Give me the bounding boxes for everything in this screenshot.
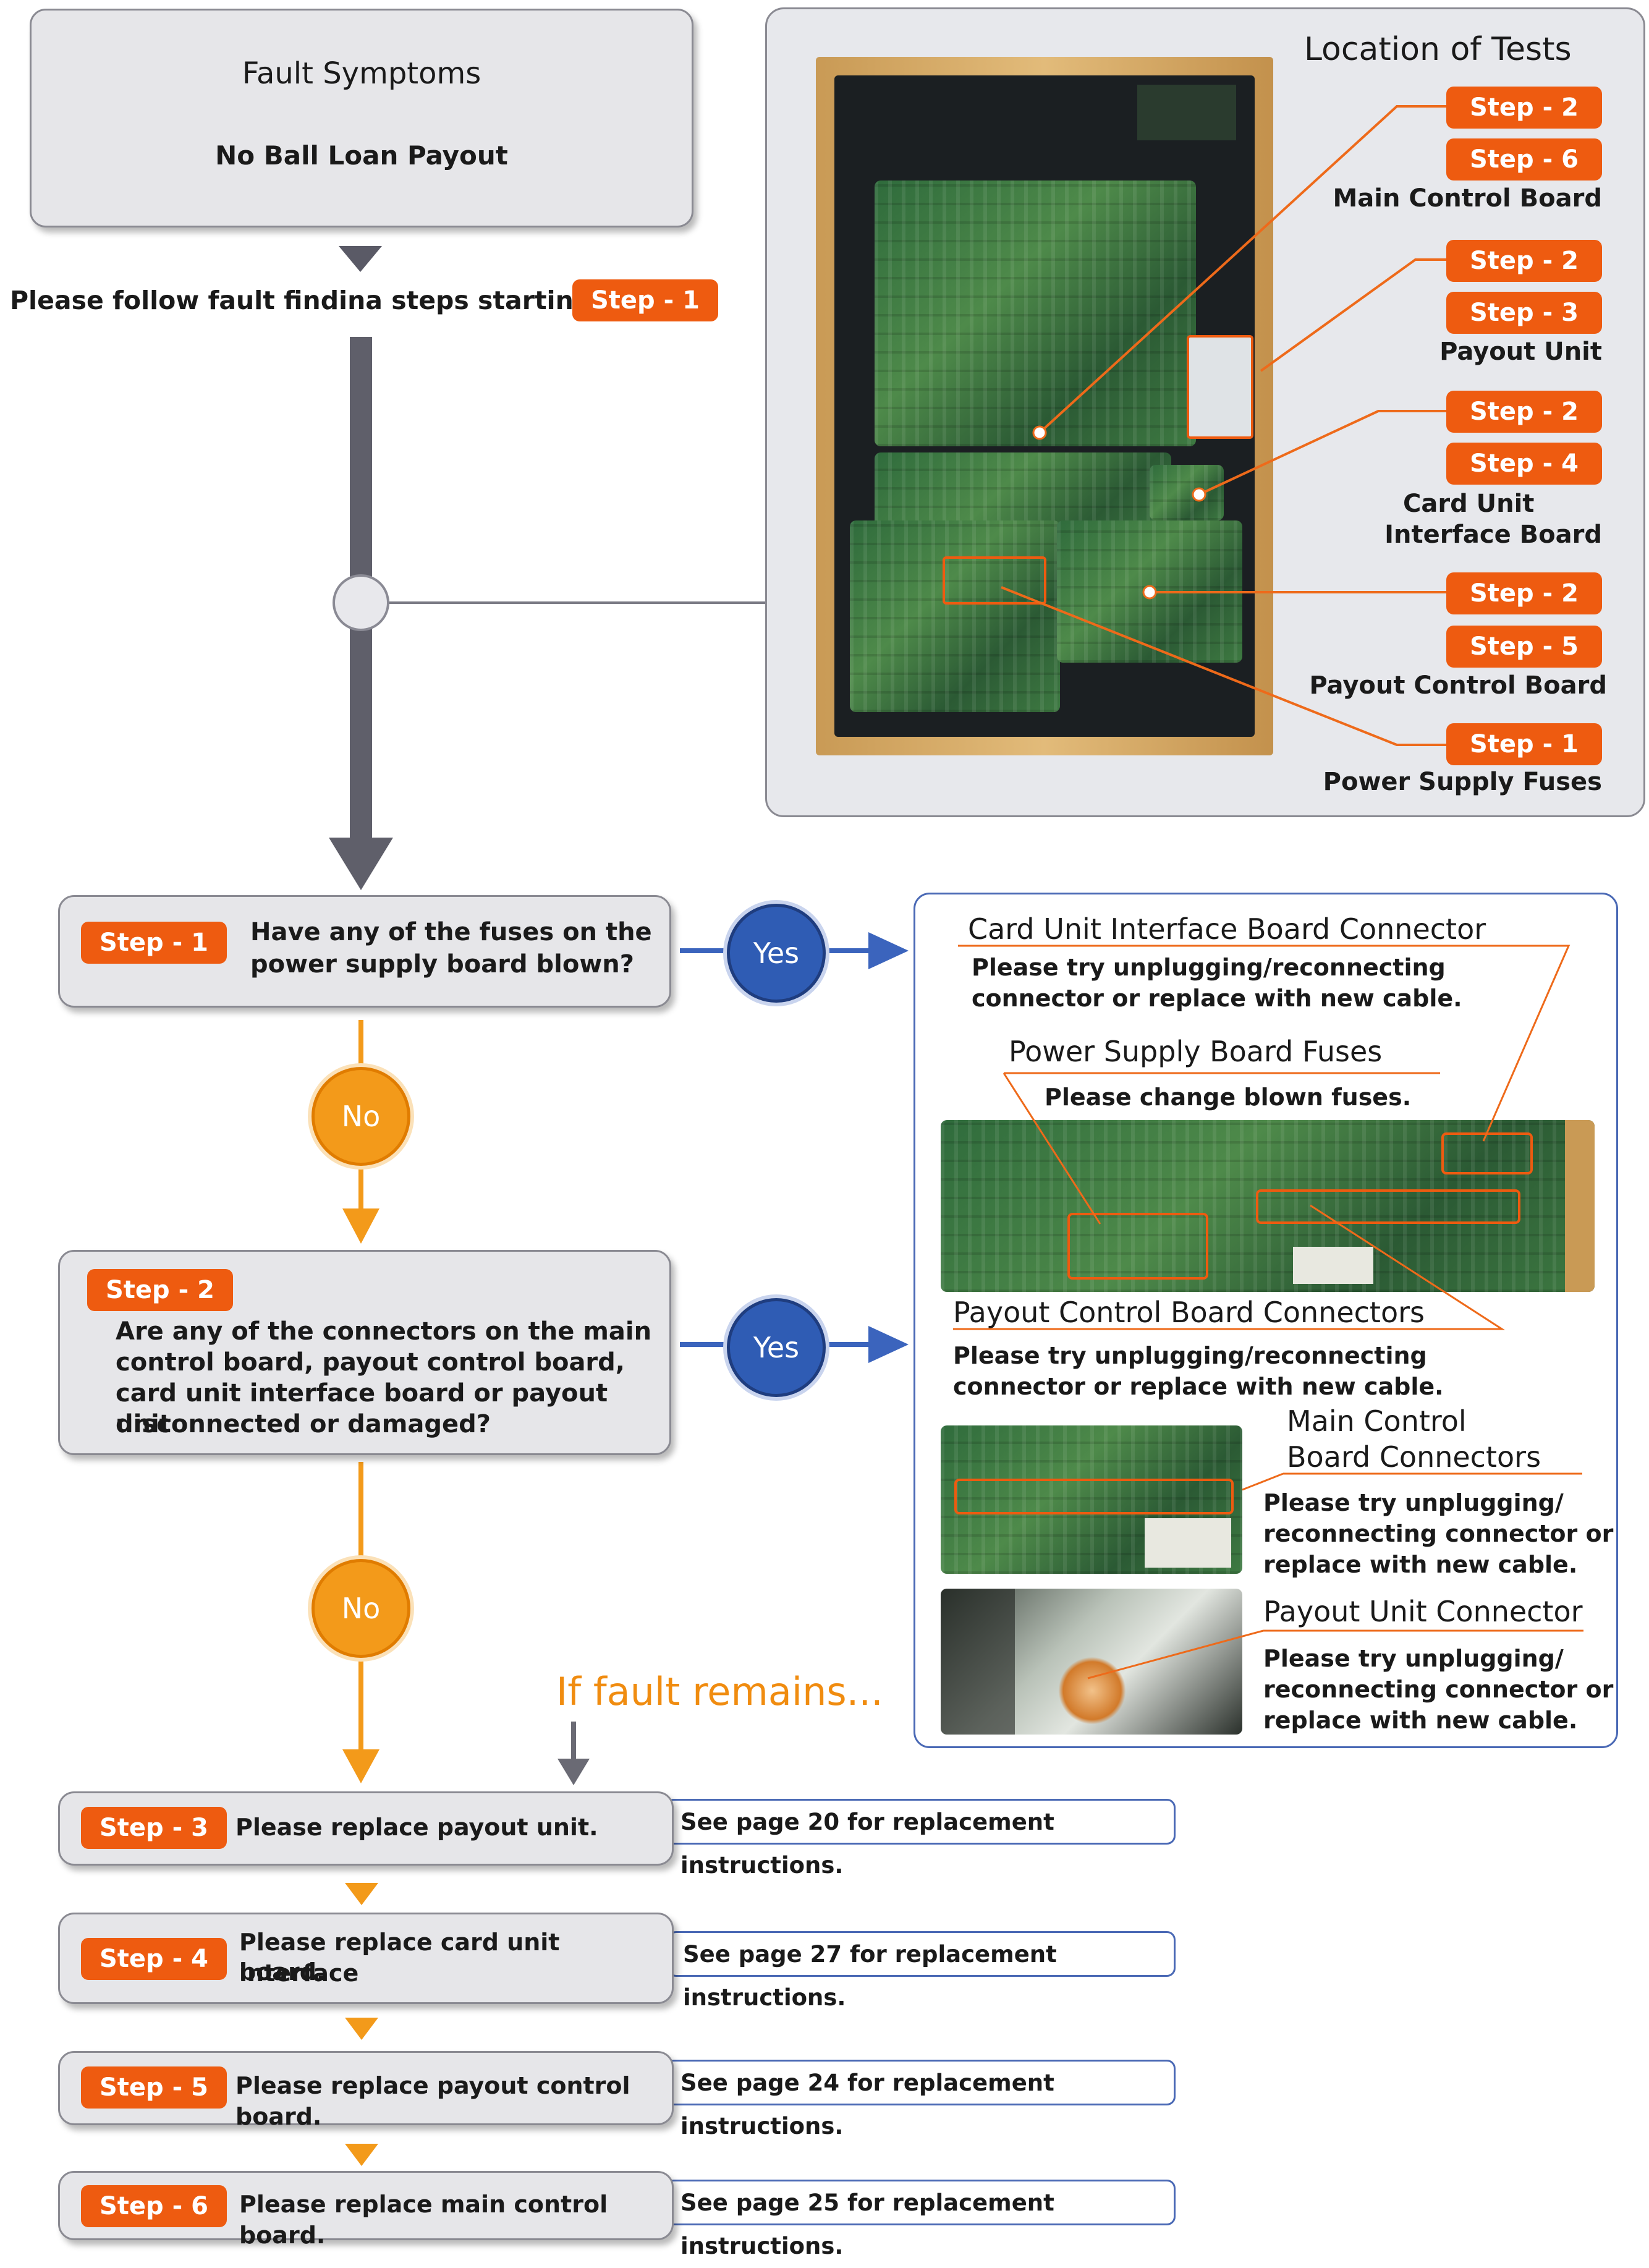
follow-step-badge: Step - 1 bbox=[572, 279, 718, 321]
step3-text: Please replace payout unit. bbox=[235, 1814, 598, 1841]
payout-unit-photo bbox=[941, 1589, 1242, 1735]
yes-arrow-head-2 bbox=[868, 1326, 909, 1363]
help-card-l1: Please try unplugging/reconnecting bbox=[972, 954, 1446, 981]
help-main-title-l2: Board Connectors bbox=[1287, 1440, 1541, 1474]
help-main-l1: Please try unplugging/ bbox=[1263, 1489, 1564, 1516]
loc-psu-step-1: Step - 1 bbox=[1446, 723, 1602, 765]
no-arrow-head-1 bbox=[342, 1208, 379, 1244]
loc-psu-label: Power Supply Fuses bbox=[1323, 768, 1602, 796]
no-arrow-head-2 bbox=[342, 1749, 379, 1783]
loc-payout-step-2: Step - 2 bbox=[1446, 240, 1602, 282]
loc-card-label-2: Interface Board bbox=[1384, 520, 1602, 549]
step2-question-l2: control board, payout control board, bbox=[116, 1348, 625, 1377]
help-payout-ctrl-l1: Please try unplugging/reconnecting bbox=[953, 1342, 1427, 1369]
loc-card-step-4: Step - 4 bbox=[1446, 443, 1602, 485]
help-card-title: Card Unit Interface Board Connector bbox=[968, 912, 1486, 946]
loc-main-step-6: Step - 6 bbox=[1446, 138, 1602, 181]
yes-circle-1: Yes bbox=[727, 904, 826, 1003]
help-fuse-l1: Please change blown fuses. bbox=[1045, 1084, 1412, 1111]
fault-remains-arrow-head bbox=[557, 1759, 590, 1785]
step4-text-2: board. bbox=[239, 1958, 326, 1986]
loc-card-label-1: Card Unit bbox=[1403, 490, 1535, 518]
loc-payout-label: Payout Unit bbox=[1439, 338, 1602, 366]
step4-badge: Step - 4 bbox=[81, 1938, 227, 1980]
location-title: Location of Tests bbox=[1304, 31, 1572, 68]
step2-question-l1: Are any of the connectors on the main bbox=[116, 1317, 652, 1346]
step5-text: Please replace payout control board. bbox=[235, 2072, 630, 2130]
help-main-l2: reconnecting connector or bbox=[1263, 1520, 1614, 1547]
step-arrow-3-4 bbox=[345, 1883, 378, 1905]
step6-badge: Step - 6 bbox=[81, 2185, 227, 2227]
help-pu-l2: reconnecting connector or bbox=[1263, 1676, 1614, 1703]
step2-question-l3: card unit interface board or payout unit bbox=[116, 1379, 608, 1438]
step6-box: Step - 6 Please replace main control boa… bbox=[58, 2171, 674, 2249]
step-arrow-5-6 bbox=[345, 2144, 378, 2166]
step5-badge: Step - 5 bbox=[81, 2066, 227, 2109]
loc-card-step-2: Step - 2 bbox=[1446, 391, 1602, 433]
board-photo-fuses bbox=[941, 1120, 1595, 1292]
help-pu-l1: Please try unplugging/ bbox=[1263, 1645, 1564, 1672]
help-main-title-l1: Main Control bbox=[1287, 1404, 1467, 1438]
loc-payout-ctrl-step-5: Step - 5 bbox=[1446, 626, 1602, 668]
board-photo-main bbox=[941, 1425, 1242, 1574]
loc-payout-ctrl-step-2: Step - 2 bbox=[1446, 572, 1602, 614]
help-main-l3: replace with new cable. bbox=[1263, 1551, 1578, 1578]
if-fault-remains: If fault remains... bbox=[556, 1669, 883, 1714]
yes-arrow-head-1 bbox=[868, 932, 909, 969]
no-circle-1: No bbox=[312, 1067, 410, 1166]
help-fuse-title: Power Supply Board Fuses bbox=[1009, 1035, 1383, 1068]
step1-question-l2: power supply board blown? bbox=[250, 950, 634, 979]
step4-text: Please replace card unit interface bbox=[239, 1929, 560, 1987]
step2-badge: Step - 2 bbox=[87, 1269, 233, 1311]
step-arrow-4-5 bbox=[345, 2018, 378, 2040]
step3-box: Step - 3 Please replace payout unit. bbox=[58, 1791, 674, 1866]
fault-symptoms-box: Fault Symptoms No Ball Loan Payout bbox=[30, 9, 693, 227]
help-payout-unit-title: Payout Unit Connector bbox=[1263, 1595, 1583, 1628]
loc-main-step-2: Step - 2 bbox=[1446, 87, 1602, 129]
fault-symptom: No Ball Loan Payout bbox=[215, 140, 508, 171]
help-payout-ctrl-l2: connector or replace with new cable. bbox=[953, 1373, 1444, 1400]
no-circle-2: No bbox=[312, 1559, 410, 1658]
step2-question-l4: disconnected or damaged? bbox=[116, 1410, 491, 1438]
step6-text: Please replace main control board. bbox=[239, 2191, 608, 2249]
fault-title: Fault Symptoms bbox=[242, 56, 481, 91]
step1-badge: Step - 1 bbox=[81, 922, 227, 964]
help-card-l2: connector or replace with new cable. bbox=[972, 985, 1462, 1012]
step2-box: Step - 2 Are any of the connectors on th… bbox=[58, 1250, 671, 1455]
follow-text: Please follow fault findina steps starti… bbox=[10, 286, 630, 315]
junction-node bbox=[333, 574, 389, 631]
loc-payout-step-3: Step - 3 bbox=[1446, 292, 1602, 334]
down-arrow-small bbox=[339, 246, 382, 272]
main-gray-arrow-head bbox=[329, 838, 393, 890]
machine-photo bbox=[816, 57, 1273, 755]
see-box-3: See page 20 for replacement instructions… bbox=[665, 1799, 1176, 1879]
step1-box: Step - 1 Have any of the fuses on the po… bbox=[58, 895, 671, 1008]
loc-main-label: Main Control Board bbox=[1333, 184, 1602, 213]
see-box-5: See page 24 for replacement instructions… bbox=[665, 2060, 1176, 2139]
step1-question-l1: Have any of the fuses on the bbox=[250, 918, 652, 946]
step4-box: Step - 4 Please replace card unit interf… bbox=[58, 1913, 674, 2004]
see-box-6: See page 25 for replacement instructions… bbox=[665, 2180, 1176, 2259]
step3-badge: Step - 3 bbox=[81, 1807, 227, 1849]
help-payout-ctrl-title: Payout Control Board Connectors bbox=[953, 1296, 1425, 1329]
see-box-4: See page 27 for replacement instructions… bbox=[668, 1931, 1176, 2011]
step5-box: Step - 5 Please replace payout control b… bbox=[58, 2051, 674, 2130]
loc-payout-ctrl-label: Payout Control Board bbox=[1309, 671, 1607, 700]
help-pu-l3: replace with new cable. bbox=[1263, 1707, 1578, 1734]
yes-circle-2: Yes bbox=[727, 1298, 826, 1397]
